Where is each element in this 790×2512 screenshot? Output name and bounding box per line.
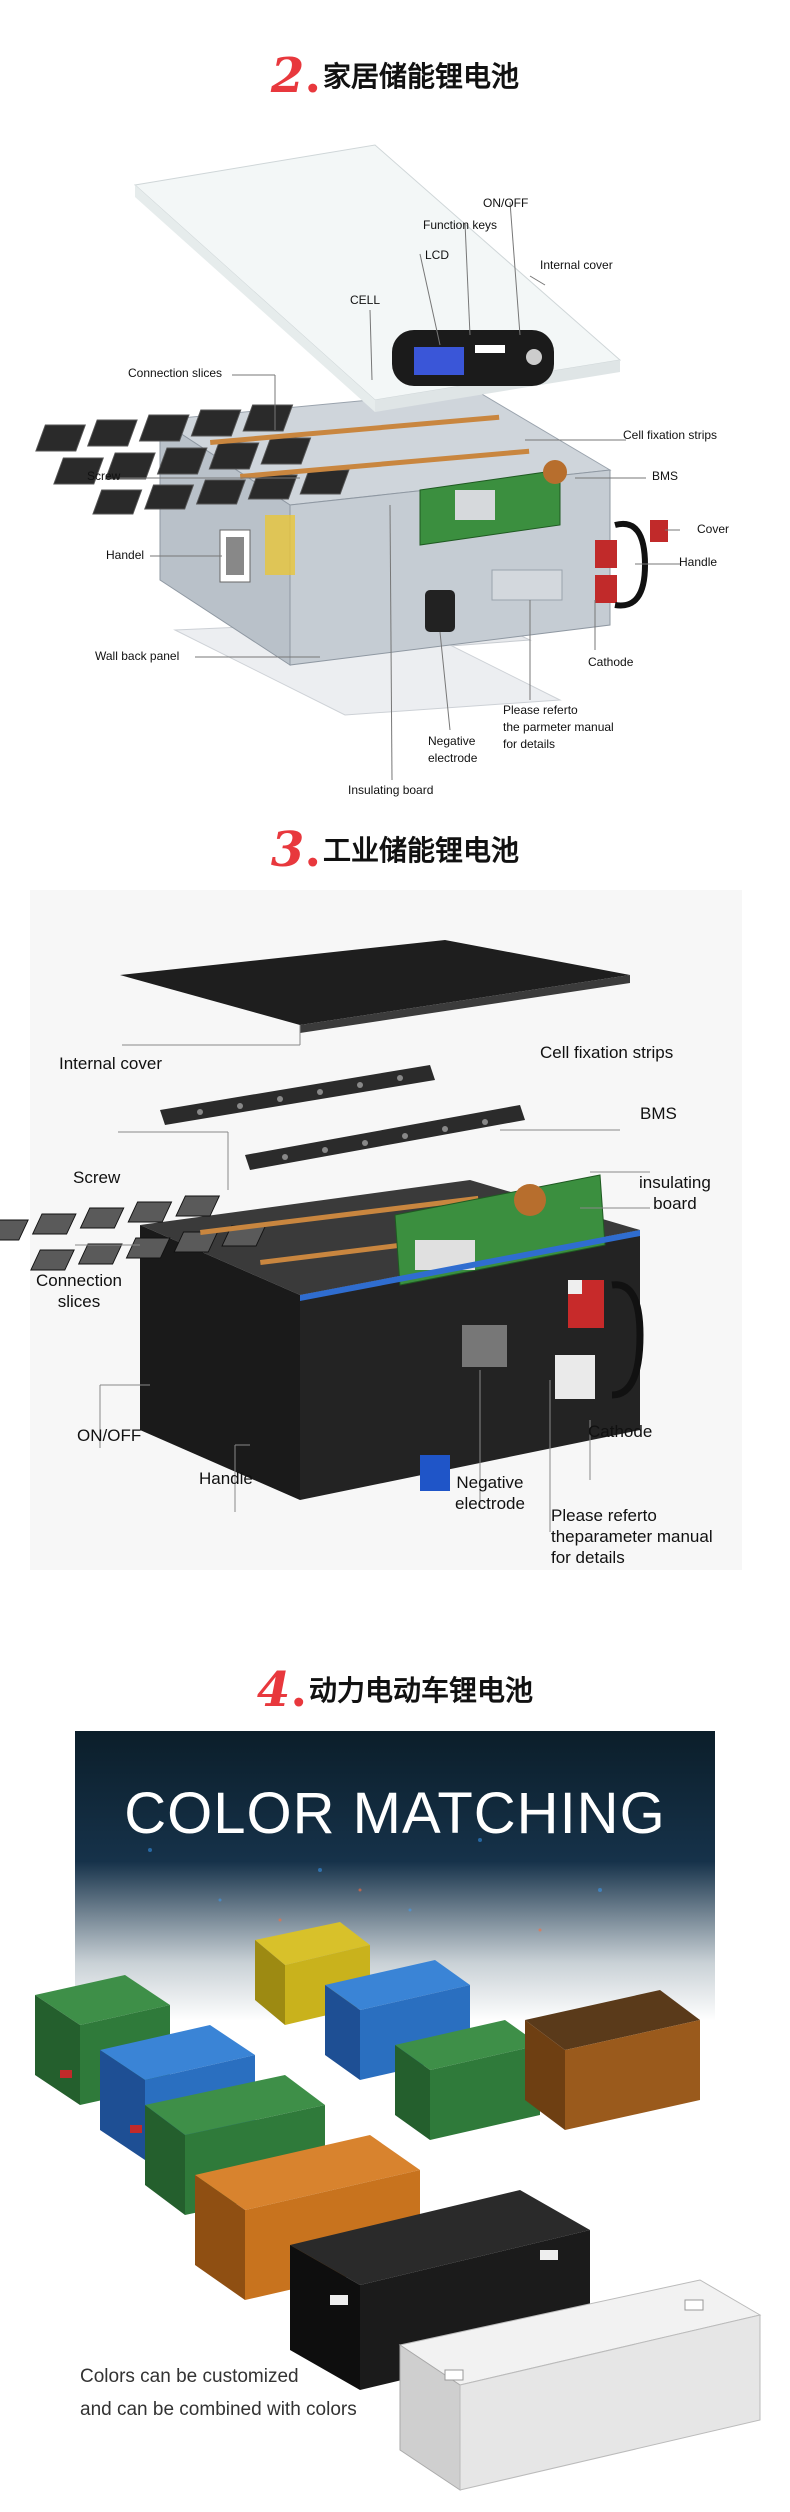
- label-function-keys: Function keys: [423, 218, 498, 232]
- caption-line-1: Colors can be customized: [80, 2366, 299, 2387]
- label-cathode: Cathode: [588, 1422, 653, 1441]
- label-bms: BMS: [652, 469, 679, 483]
- color-matching-illustration: [35, 1722, 762, 2491]
- home-battery-exploded-illustration: [35, 144, 680, 781]
- label-cell-fixation-strips: Cell fixation strips: [540, 1043, 674, 1062]
- label-wall-back-panel: Wall back panel: [95, 649, 180, 663]
- label-handle: Handle: [199, 1469, 253, 1488]
- label-internal-cover: Internal cover: [59, 1054, 162, 1073]
- label-parameter-manual: Please referto the parmeter manual for d…: [503, 703, 614, 751]
- label-connection-slices: Connection slices: [36, 1271, 123, 1311]
- section-4-title: 4.动力电动车锂电池: [256, 1662, 534, 1718]
- label-screw: Screw: [87, 469, 121, 483]
- label-cathode: Cathode: [588, 655, 634, 669]
- label-handel: Handel: [106, 548, 145, 562]
- label-cell: CELL: [350, 293, 381, 307]
- label-on-off: ON/OFF: [77, 1426, 142, 1445]
- section-ev-battery: 4.动力电动车锂电池: [0, 1600, 790, 2512]
- label-on-off: ON/OFF: [483, 196, 529, 210]
- label-screw: Screw: [73, 1168, 121, 1187]
- label-negative-electrode: Negative electrode: [455, 1473, 525, 1513]
- section-industrial-storage: 3.工业储能锂电池: [0, 800, 790, 1600]
- label-internal-cover: Internal cover: [540, 258, 613, 272]
- color-caption: Colors can be customized and can be comb…: [80, 2360, 357, 2426]
- label-cover: Cover: [697, 522, 730, 536]
- battery-green-right: [395, 2020, 540, 2140]
- label-cell-fixation-strips: Cell fixation strips: [623, 428, 718, 442]
- color-matching-title: COLOR MATCHING: [124, 1781, 666, 1846]
- label-lcd: LCD: [425, 248, 450, 262]
- caption-line-2: and can be combined with colors: [80, 2399, 357, 2420]
- label-connection-slices: Connection slices: [128, 366, 223, 380]
- label-insulating-board: Insulating board: [348, 783, 434, 797]
- label-negative-electrode: Negative electrode: [428, 734, 478, 765]
- section-home-storage: 2.家居储能锂电池: [0, 0, 790, 800]
- label-parameter-manual: Please referto theparameter manual for d…: [551, 1506, 713, 1567]
- label-insulating-board: insulating board: [639, 1173, 711, 1213]
- label-bms: BMS: [640, 1104, 677, 1123]
- label-handle: Handle: [679, 555, 718, 569]
- battery-brown: [525, 1990, 700, 2130]
- section-3-title: 3.工业储能锂电池: [270, 822, 520, 878]
- industrial-battery-exploded-illustration: [0, 890, 742, 1570]
- section-2-title: 2.家居储能锂电池: [270, 48, 520, 104]
- battery-white-large: [398, 2279, 762, 2491]
